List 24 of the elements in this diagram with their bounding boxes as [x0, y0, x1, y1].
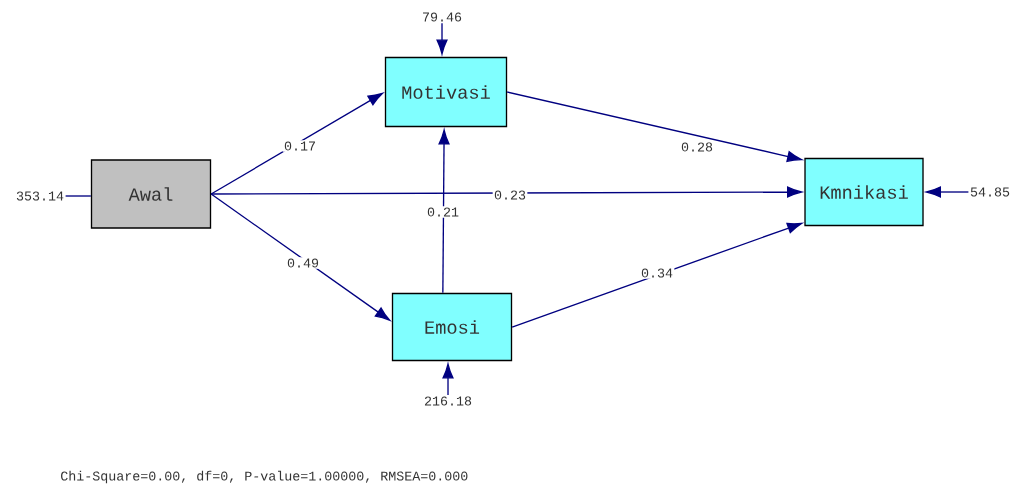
fit-statistics: Chi-Square=0.00, df=0, P-value=1.00000, RMSEA=0.000: [61, 470, 468, 484]
edge-label: 0.34: [639, 267, 675, 279]
variable-box: Awal: [90, 159, 212, 229]
arrow: [506, 91, 803, 162]
arrow: [438, 129, 450, 294]
edge-label: 0.17: [282, 140, 318, 152]
edge-label: 0.23: [492, 189, 528, 201]
arrow: [442, 363, 454, 396]
error-variance: 216.18: [424, 396, 472, 406]
arrow: [210, 186, 803, 198]
arrow: [210, 193, 391, 321]
edge-label: 0.21: [425, 206, 461, 218]
arrow: [511, 222, 803, 328]
error-variance: 54.85: [970, 187, 1010, 197]
edge-label: 0.28: [679, 141, 715, 153]
error-variance: 79.46: [423, 12, 462, 22]
arrow: [210, 92, 383, 195]
error-variance: 353.14: [16, 191, 64, 201]
arrow: [925, 186, 970, 198]
arrow: [436, 22, 448, 55]
edge-label: 0.49: [285, 257, 321, 269]
variable-box: Emosi: [391, 292, 513, 362]
variable-box: Kmnikasi: [804, 157, 924, 227]
variable-box: Motivasi: [384, 56, 508, 128]
